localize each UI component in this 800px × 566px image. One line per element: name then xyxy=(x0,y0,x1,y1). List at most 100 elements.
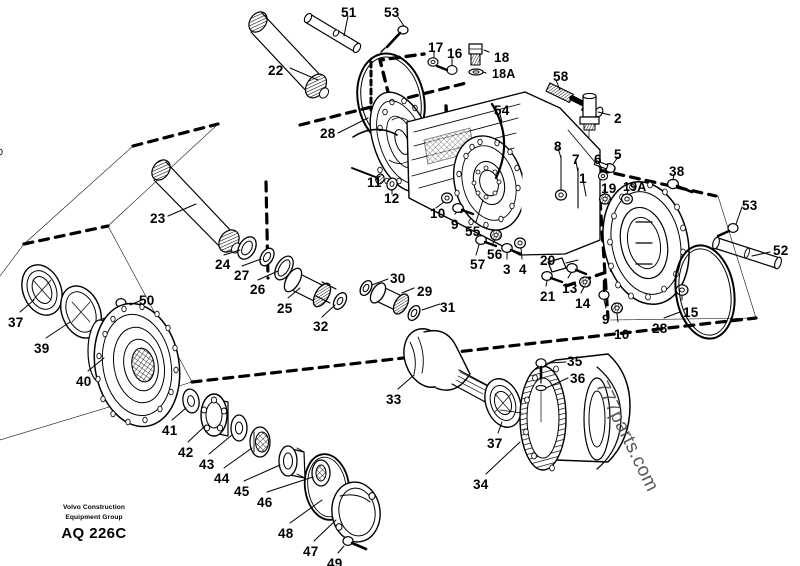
part-53-bolt-upper xyxy=(380,25,409,53)
part-51-pin xyxy=(303,12,362,54)
callout-26: 26 xyxy=(250,282,266,297)
part-9-bolt-center xyxy=(452,203,475,216)
part-1-axle-housing xyxy=(0,91,601,256)
callout-5: 5 xyxy=(614,147,622,162)
part-37-bearing-left xyxy=(21,264,63,316)
callout-41: 41 xyxy=(162,423,178,438)
callout-43: 43 xyxy=(199,457,215,472)
callout-58: 58 xyxy=(553,69,569,84)
callout-3: 3 xyxy=(503,262,511,277)
callout-18a: 18A xyxy=(492,67,516,81)
callout-31: 31 xyxy=(440,300,456,315)
callout-16: 16 xyxy=(447,46,463,61)
part-13-bolt xyxy=(566,263,588,276)
callout-56: 56 xyxy=(487,247,503,262)
callout-10: 10 xyxy=(614,327,630,342)
callout-29: 29 xyxy=(417,284,433,299)
callout-25: 25 xyxy=(277,301,293,316)
part-8-stud xyxy=(554,155,568,201)
part-16-bolt xyxy=(435,64,458,75)
callout-19: 19 xyxy=(601,181,617,196)
part-45-planet-gear xyxy=(278,445,306,479)
callout-17: 17 xyxy=(428,40,444,55)
callout-27: 27 xyxy=(234,268,250,283)
part-49-bolt xyxy=(342,535,368,551)
part-55-bearing-carrier xyxy=(453,135,525,231)
manufacturer-line-1: Volvo Construction xyxy=(62,504,126,511)
part-37-bearing-right xyxy=(484,378,522,428)
part-15-plug xyxy=(675,284,689,296)
dashed-region-left-lower xyxy=(22,224,110,246)
callout-2: 2 xyxy=(614,111,622,126)
part-2-sensor xyxy=(579,92,600,169)
part-38-bolt xyxy=(666,178,694,194)
callout-21: 21 xyxy=(540,289,556,304)
callout-32: 32 xyxy=(313,319,329,334)
callout-28: 28 xyxy=(652,321,668,336)
callout-47: 47 xyxy=(303,544,319,559)
title-block: Volvo Construction Equipment Group AQ 22… xyxy=(34,503,154,542)
callout-12: 12 xyxy=(384,191,400,206)
callout-9: 9 xyxy=(602,312,610,327)
callout-4: 4 xyxy=(519,262,527,277)
part-27-shim xyxy=(259,247,275,267)
part-6-washer-right xyxy=(597,171,609,181)
part-53-bolt-right xyxy=(716,223,739,238)
callout-22: 22 xyxy=(268,63,284,78)
part-28-o-ring-right xyxy=(674,244,736,340)
part-39-seal xyxy=(59,285,103,339)
part-19A-washer xyxy=(620,193,633,205)
part-33-drive-joint xyxy=(403,328,498,405)
part-21-bolt xyxy=(541,271,564,284)
callout-45: 45 xyxy=(234,484,250,499)
part-57-bolt xyxy=(475,235,498,248)
part-47-cover xyxy=(331,481,381,543)
callout-30: 30 xyxy=(390,271,406,286)
callout-53: 53 xyxy=(742,198,758,213)
part-11-fitting xyxy=(351,167,385,185)
part-42-planet-carrier xyxy=(200,393,229,437)
callout-18: 18 xyxy=(494,50,510,65)
callout-28: 28 xyxy=(320,126,336,141)
callout-37: 37 xyxy=(8,315,24,330)
part-52-pin xyxy=(712,236,782,270)
callout-53: 53 xyxy=(384,5,400,20)
part-31-bushing xyxy=(407,304,421,322)
dashed-region-left-upper xyxy=(131,122,220,148)
callout-23: 23 xyxy=(150,211,166,226)
callout-51: 51 xyxy=(341,5,357,20)
callout-57: 57 xyxy=(470,257,486,272)
part-44-bearing xyxy=(249,426,271,458)
part-34-hub-cover xyxy=(499,353,631,472)
callout-15: 15 xyxy=(683,305,699,320)
callout-1: 1 xyxy=(579,171,587,186)
part-32-washer xyxy=(332,292,348,310)
dashed-region-lower xyxy=(190,316,758,384)
callout-39: 39 xyxy=(34,341,50,356)
part-10-washer-center xyxy=(441,192,454,204)
part-3-bolt xyxy=(501,243,523,256)
callout-24: 24 xyxy=(215,257,231,272)
callout-48: 48 xyxy=(278,526,294,541)
part-4-washer xyxy=(513,237,526,249)
part-56-washer xyxy=(490,229,503,241)
callout-6: 6 xyxy=(594,152,602,167)
right-hub-flange xyxy=(602,180,690,306)
callout-42: 42 xyxy=(178,445,194,460)
part-43-gear xyxy=(230,414,248,442)
part-18A-sealing-ring xyxy=(468,68,484,76)
callout-8: 8 xyxy=(554,139,562,154)
callout-46: 46 xyxy=(257,495,273,510)
part-19-nut xyxy=(598,193,611,205)
callout-36: 36 xyxy=(570,371,586,386)
callout-37: 37 xyxy=(487,436,503,451)
callout-20: 20 xyxy=(540,253,556,268)
callout-52: 52 xyxy=(773,243,789,258)
part-20-clamp xyxy=(547,257,579,273)
callout-50: 50 xyxy=(139,293,155,308)
part-22-splined-shaft xyxy=(248,11,330,99)
callout-13: 13 xyxy=(562,281,578,296)
part-12-fitting-nut xyxy=(386,177,398,191)
part-25-sun-gear xyxy=(283,267,337,308)
